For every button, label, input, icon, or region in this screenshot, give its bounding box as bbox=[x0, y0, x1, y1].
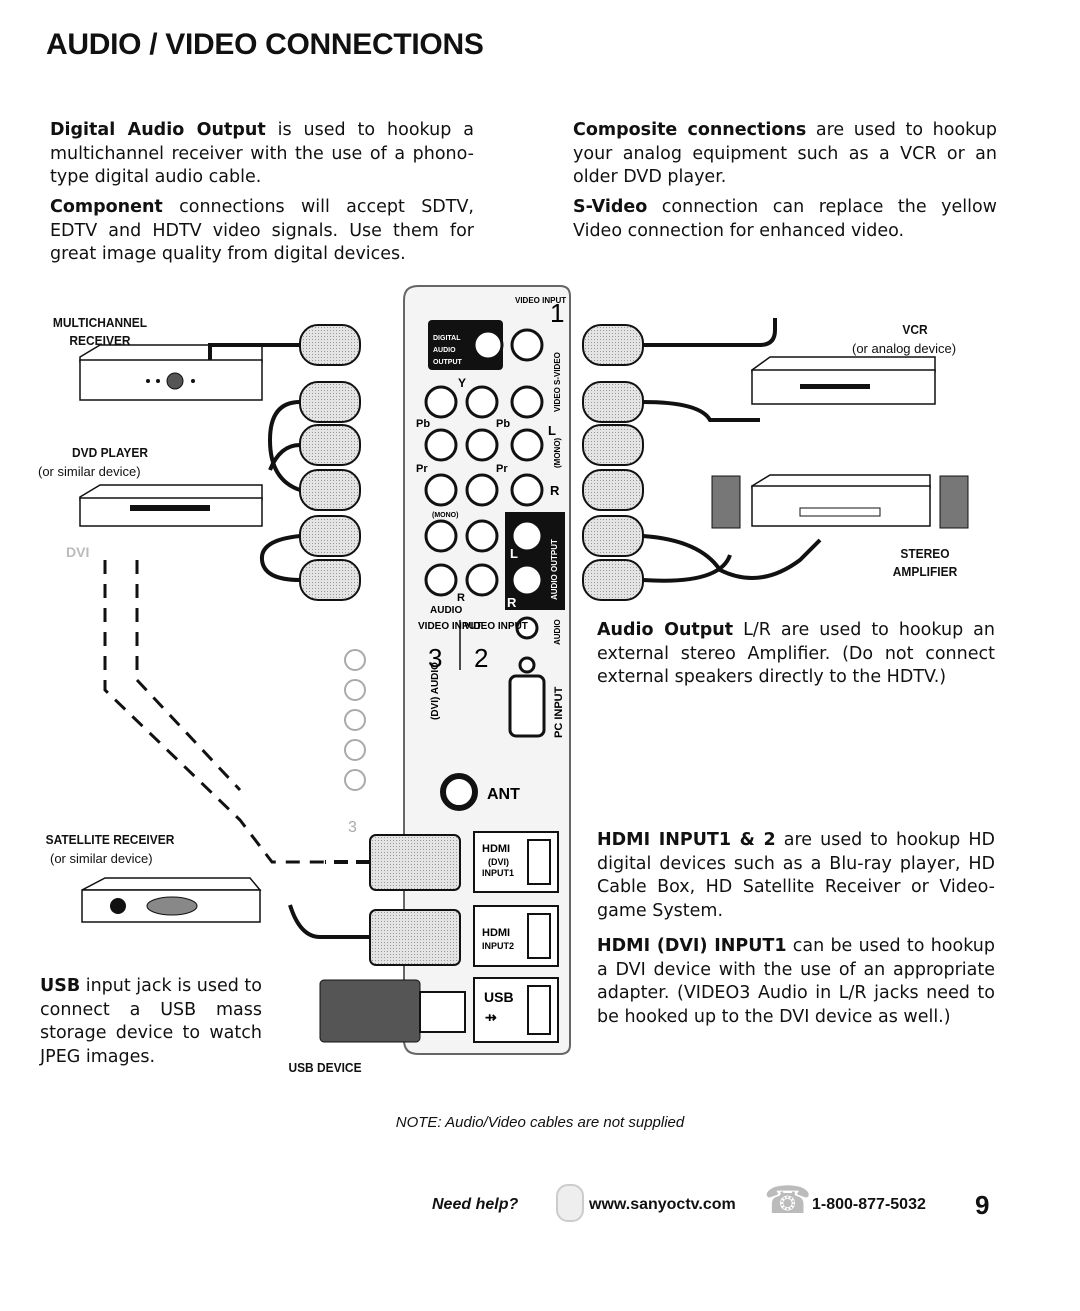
digital-audio-text: Digital Audio Output is used to hookup a… bbox=[50, 120, 474, 187]
cables bbox=[208, 318, 822, 939]
svg-text:1: 1 bbox=[550, 298, 564, 328]
svg-text:USB: USB bbox=[484, 989, 514, 1005]
svg-text:AUDIO: AUDIO bbox=[433, 347, 456, 354]
svg-text:INPUT2: INPUT2 bbox=[482, 941, 514, 951]
svg-text:VIDEO INPUT: VIDEO INPUT bbox=[418, 621, 482, 632]
svg-text:Y: Y bbox=[458, 376, 466, 390]
vcr-label: VCR bbox=[902, 322, 928, 337]
left-cable-plugs bbox=[299, 324, 461, 966]
svg-text:VIDEO INPUT: VIDEO INPUT bbox=[515, 296, 566, 305]
multichannel-receiver-device bbox=[79, 344, 263, 401]
svg-text:R: R bbox=[507, 595, 517, 610]
svg-text:PC INPUT: PC INPUT bbox=[553, 686, 565, 738]
page-title: AUDIO / VIDEO CONNECTIONS bbox=[46, 28, 484, 61]
svg-text:INPUT1: INPUT1 bbox=[482, 868, 514, 878]
mouse-icon bbox=[556, 1184, 584, 1222]
svg-text:VIDEO: VIDEO bbox=[553, 387, 562, 412]
svg-text:3: 3 bbox=[428, 643, 442, 673]
svg-text:HDMI: HDMI bbox=[482, 927, 510, 939]
composite-text: Composite connections are used to hookup… bbox=[573, 120, 997, 187]
usb-text: USB input jack is used to connect a USB … bbox=[40, 976, 262, 1067]
svg-text:S-VIDEO: S-VIDEO bbox=[553, 352, 562, 385]
dvi-dashed-cables bbox=[103, 560, 325, 864]
svg-text:(MONO): (MONO) bbox=[553, 437, 562, 468]
audio-output-text: Audio Output L/R are used to hookup an e… bbox=[597, 620, 995, 687]
svg-text:AUDIO: AUDIO bbox=[553, 619, 562, 645]
svg-text:ANT: ANT bbox=[487, 786, 520, 803]
phone-number: 1-800-877-5032 bbox=[812, 1196, 926, 1213]
hdmi2-port bbox=[473, 905, 559, 967]
hdmi-text: HDMI INPUT1 & 2 are used to hookup HD di… bbox=[597, 830, 995, 921]
svg-text:⇸: ⇸ bbox=[485, 1009, 497, 1025]
svg-text:(DVI) AUDIO: (DVI) AUDIO bbox=[430, 662, 441, 720]
note-text: NOTE: Audio/Video cables are not supplie… bbox=[395, 1114, 685, 1131]
stereo-amplifier-label: STEREO AMPLIFIER bbox=[892, 546, 958, 579]
video3-panel-ghost bbox=[344, 649, 366, 791]
dvd-player-sublabel: (or similar device) bbox=[38, 464, 141, 479]
svg-text:Pb: Pb bbox=[496, 418, 510, 430]
website-link[interactable]: www.sanyoctv.com bbox=[589, 1196, 736, 1213]
svg-text:VIDEO INPUT: VIDEO INPUT bbox=[464, 621, 528, 632]
phone-icon: ☎ bbox=[764, 1178, 812, 1222]
stereo-amplifier-device bbox=[711, 474, 969, 529]
svg-text:R: R bbox=[457, 592, 465, 604]
svg-text:(MONO): (MONO) bbox=[432, 512, 458, 519]
hdmi1-port bbox=[473, 831, 559, 893]
usb-device bbox=[319, 979, 466, 1043]
svg-text:Pr: Pr bbox=[416, 463, 428, 475]
svg-text:L: L bbox=[510, 546, 518, 561]
svg-text:(DVI): (DVI) bbox=[488, 857, 509, 867]
dvi-label: DVI bbox=[66, 544, 90, 560]
satellite-sublabel: (or similar device) bbox=[50, 851, 153, 866]
usb-device-label: USB DEVICE bbox=[288, 1060, 362, 1075]
satellite-receiver-device bbox=[81, 877, 262, 923]
svg-text:DIGITAL: DIGITAL bbox=[433, 335, 461, 342]
svg-text:3: 3 bbox=[348, 819, 357, 836]
svg-text:AUDIO: AUDIO bbox=[430, 605, 462, 616]
need-help-text: Need help? bbox=[432, 1196, 519, 1213]
svg-text:R: R bbox=[550, 483, 560, 498]
usb-port bbox=[473, 977, 559, 1043]
hdmi-dvi-text: HDMI (DVI) INPUT1 can be used to hookup … bbox=[597, 936, 996, 1027]
svg-text:OUTPUT: OUTPUT bbox=[433, 359, 463, 366]
dvd-player-device bbox=[79, 484, 263, 527]
svg-text:Pr: Pr bbox=[496, 463, 508, 475]
vcr-device bbox=[751, 356, 936, 405]
dvd-player-label: DVD PLAYER bbox=[71, 445, 148, 460]
svg-text:HDMI: HDMI bbox=[482, 843, 510, 855]
svg-text:AUDIO OUTPUT: AUDIO OUTPUT bbox=[550, 539, 559, 600]
svg-text:2: 2 bbox=[474, 643, 488, 673]
svideo-text: S-Video connection can replace the yello… bbox=[573, 197, 997, 241]
panel-jacks bbox=[424, 328, 544, 811]
svg-text:L: L bbox=[548, 423, 556, 438]
vcr-sublabel: (or analog device) bbox=[852, 341, 957, 356]
svg-text:Pb: Pb bbox=[416, 418, 430, 430]
component-text: Component connections will accept SDTV, … bbox=[50, 197, 474, 264]
right-cable-plugs bbox=[582, 324, 644, 601]
pc-input-port bbox=[508, 674, 546, 738]
satellite-receiver-label: SATELLITE RECEIVER bbox=[45, 832, 175, 847]
page-number: 9 bbox=[975, 1190, 990, 1220]
